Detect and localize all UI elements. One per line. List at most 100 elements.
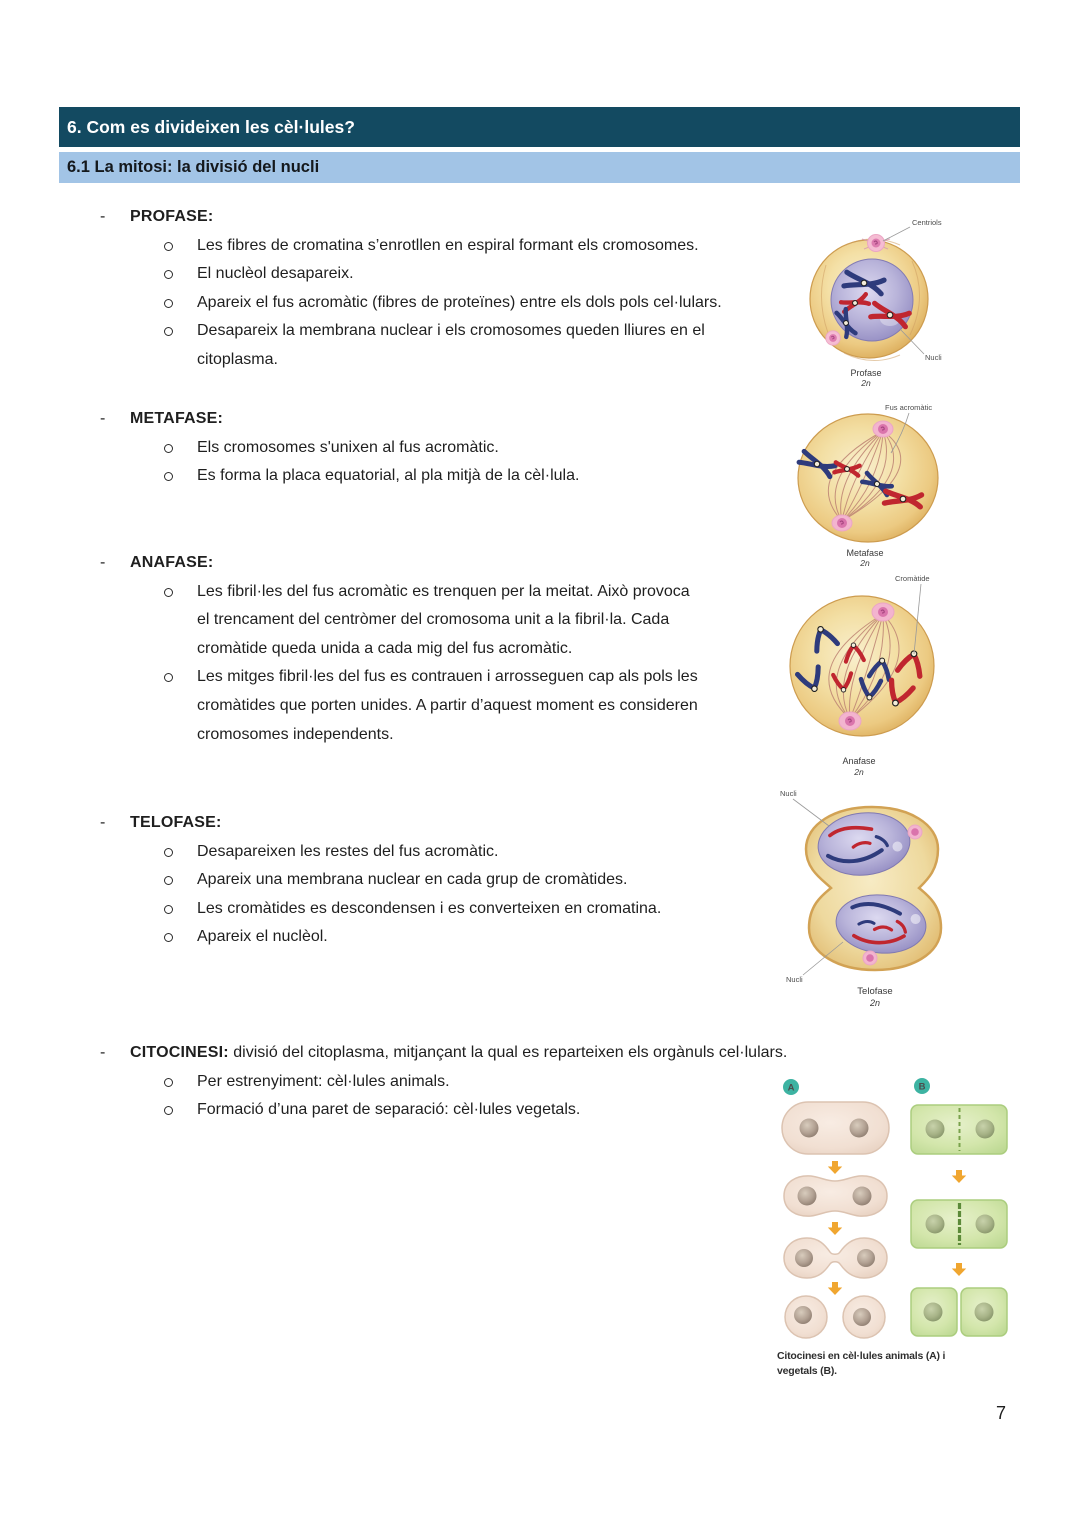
- citocinesi-caption-line2: vegetals (B).: [777, 1365, 837, 1377]
- label-cromatide: Cromàtide: [895, 574, 930, 583]
- circle-bullet: [164, 298, 173, 308]
- circle-bullet: [164, 443, 173, 453]
- circle-bullet: [164, 327, 173, 337]
- animal-cell-stage-4: [784, 1295, 886, 1339]
- figure-caption: Metafase: [846, 548, 883, 558]
- bullet-line: Es forma la placa equatorial, al pla mit…: [197, 467, 580, 485]
- centriole-bottom: [862, 950, 878, 966]
- bullet-line: el trencament del centròmer del cromosom…: [197, 611, 670, 629]
- bullet-line: Apareix el fus acromàtic (fibres de prot…: [197, 293, 722, 311]
- figure-caption: Telofase: [857, 986, 892, 997]
- centriole-top: [871, 602, 895, 622]
- leader-line-cromatide: [913, 583, 922, 655]
- phase-title: CITOCINESI:: [130, 1044, 229, 1061]
- section-metafase: - METAFASE: Els cromosomes s'unixen al fus…: [0, 405, 920, 491]
- phase-heading: PROFASE:: [130, 203, 213, 232]
- bullet-line: Desapareix la membrana nuclear i els cro…: [197, 322, 705, 340]
- section-anafase: - ANAFASE: Les fibril·les del fus acromàti…: [0, 549, 920, 749]
- chromatids: [794, 625, 923, 707]
- down-arrow-icon: [951, 1263, 967, 1276]
- circle-bullet: [164, 933, 173, 943]
- nucleus-bottom: [835, 894, 927, 954]
- label-fus-acromatic: Fus acromàtic: [885, 403, 932, 412]
- spindle-fibers: [827, 430, 902, 522]
- leader-line-fus: [890, 412, 910, 454]
- circle-bullet: [164, 1077, 173, 1087]
- figure-citocinesi: A B: [762, 1072, 1026, 1344]
- badge-a-circle: [783, 1079, 799, 1095]
- badge-b-label: B: [919, 1082, 926, 1093]
- ploidy-label: 2n: [853, 767, 864, 777]
- citocinesi-caption-line1: Citocinesi en cèl·lules animals (A) i: [777, 1350, 946, 1362]
- figure-anafase: Cromàtide Anafase 2n: [781, 568, 959, 780]
- label-nucli-top: Nucli: [780, 789, 797, 798]
- bullet-line: Les fibres de cromatina s’enrotllen en e…: [197, 236, 699, 254]
- bullet-line: citoplasma.: [197, 350, 278, 368]
- figure-caption: Anafase: [842, 756, 875, 766]
- circle-bullet: [164, 472, 173, 482]
- centriole-top-right: [907, 824, 923, 840]
- phase-heading: METAFASE:: [130, 405, 223, 434]
- chromosomes: [796, 448, 925, 510]
- label-nucli-bottom: Nucli: [786, 975, 803, 984]
- animal-cell-stage-1: [781, 1101, 890, 1155]
- ploidy-label: 2n: [860, 378, 871, 388]
- page-number: 7: [996, 1403, 1007, 1423]
- circle-bullet: [164, 673, 173, 683]
- ploidy-label: 2n: [869, 998, 880, 1008]
- bullet-line: Els cromosomes s'unixen al fus acromàtic…: [197, 438, 499, 456]
- centriole-top: [872, 420, 894, 438]
- list-dash: -: [100, 554, 106, 571]
- phase-title: TELOFASE:: [130, 814, 222, 831]
- cell-membrane: [797, 413, 939, 543]
- list-dash: -: [100, 410, 106, 427]
- down-arrow-icon: [827, 1161, 843, 1174]
- leader-line-nucli-bottom: [802, 941, 844, 976]
- bullet-line: Apareix una membrana nuclear en cada gru…: [197, 871, 628, 889]
- plant-cell-stage-3: [910, 1287, 1008, 1337]
- bullet-line: cromàtide queda unida a cada mig del fus…: [197, 639, 573, 657]
- leader-line-centriols: [882, 226, 911, 242]
- phase-title: PROFASE:: [130, 208, 214, 225]
- spindle-fibers: [828, 613, 900, 720]
- bullet-line: Les fibril·les del fus acromàtic es tren…: [197, 582, 690, 600]
- bullet-line: Les mitges fibril·les del fus es contrau…: [197, 668, 698, 686]
- leader-line-nucli: [899, 328, 925, 355]
- label-nucli: Nucli: [925, 353, 942, 362]
- circle-bullet: [164, 876, 173, 886]
- section-citocinesi: - CITOCINESI: divisió del citoplasma, mit…: [0, 1039, 920, 1125]
- phase-heading: ANAFASE:: [130, 549, 213, 578]
- centriole-top: [861, 234, 891, 252]
- figure-metafase: Fus acromàtic Metafase 2n: [791, 398, 959, 572]
- list-dash: -: [100, 814, 106, 831]
- plant-cell-stage-2: [910, 1199, 1008, 1249]
- list-dash: -: [100, 1044, 106, 1061]
- subsection-header-bar: 6.1 La mitosi: la divisió del nucli: [59, 152, 1020, 183]
- list-dash: -: [100, 208, 106, 225]
- circle-bullet: [164, 847, 173, 857]
- badge-a-label: A: [788, 1083, 795, 1094]
- centriole-bottom: [825, 330, 841, 346]
- phase-heading: CITOCINESI: divisió del citoplasma, mitj…: [130, 1039, 787, 1068]
- phase-title: METAFASE:: [130, 410, 224, 427]
- bullet-line: Formació d’una paret de separació: cèl·l…: [197, 1101, 581, 1119]
- badge-b-circle: [914, 1078, 930, 1094]
- circle-bullet: [164, 1106, 173, 1116]
- phase-heading: TELOFASE:: [130, 809, 222, 838]
- subsection-header-title: 6.1 La mitosi: la divisió del nucli: [67, 158, 320, 176]
- animal-cell-stage-2: [783, 1175, 888, 1217]
- centriole-bottom: [838, 711, 862, 731]
- circle-bullet: [164, 587, 173, 597]
- phase-description: divisió del citoplasma, mitjançant la qu…: [228, 1044, 788, 1061]
- figure-caption: Profase: [850, 368, 881, 378]
- down-arrow-icon: [827, 1282, 843, 1295]
- label-centriols: Centriols: [912, 218, 942, 227]
- figure-telofase: Nucli Nucli Telofase 2n: [769, 782, 961, 1014]
- leader-line-nucli-top: [792, 798, 830, 827]
- bullet-line: Apareix el nuclèol.: [197, 928, 328, 946]
- cell-membrane: [789, 595, 935, 737]
- section-profase: - PROFASE: Les fibres de cromatina s’enrot…: [0, 203, 920, 375]
- chromosomes: [834, 269, 912, 340]
- down-arrow-icon: [827, 1222, 843, 1235]
